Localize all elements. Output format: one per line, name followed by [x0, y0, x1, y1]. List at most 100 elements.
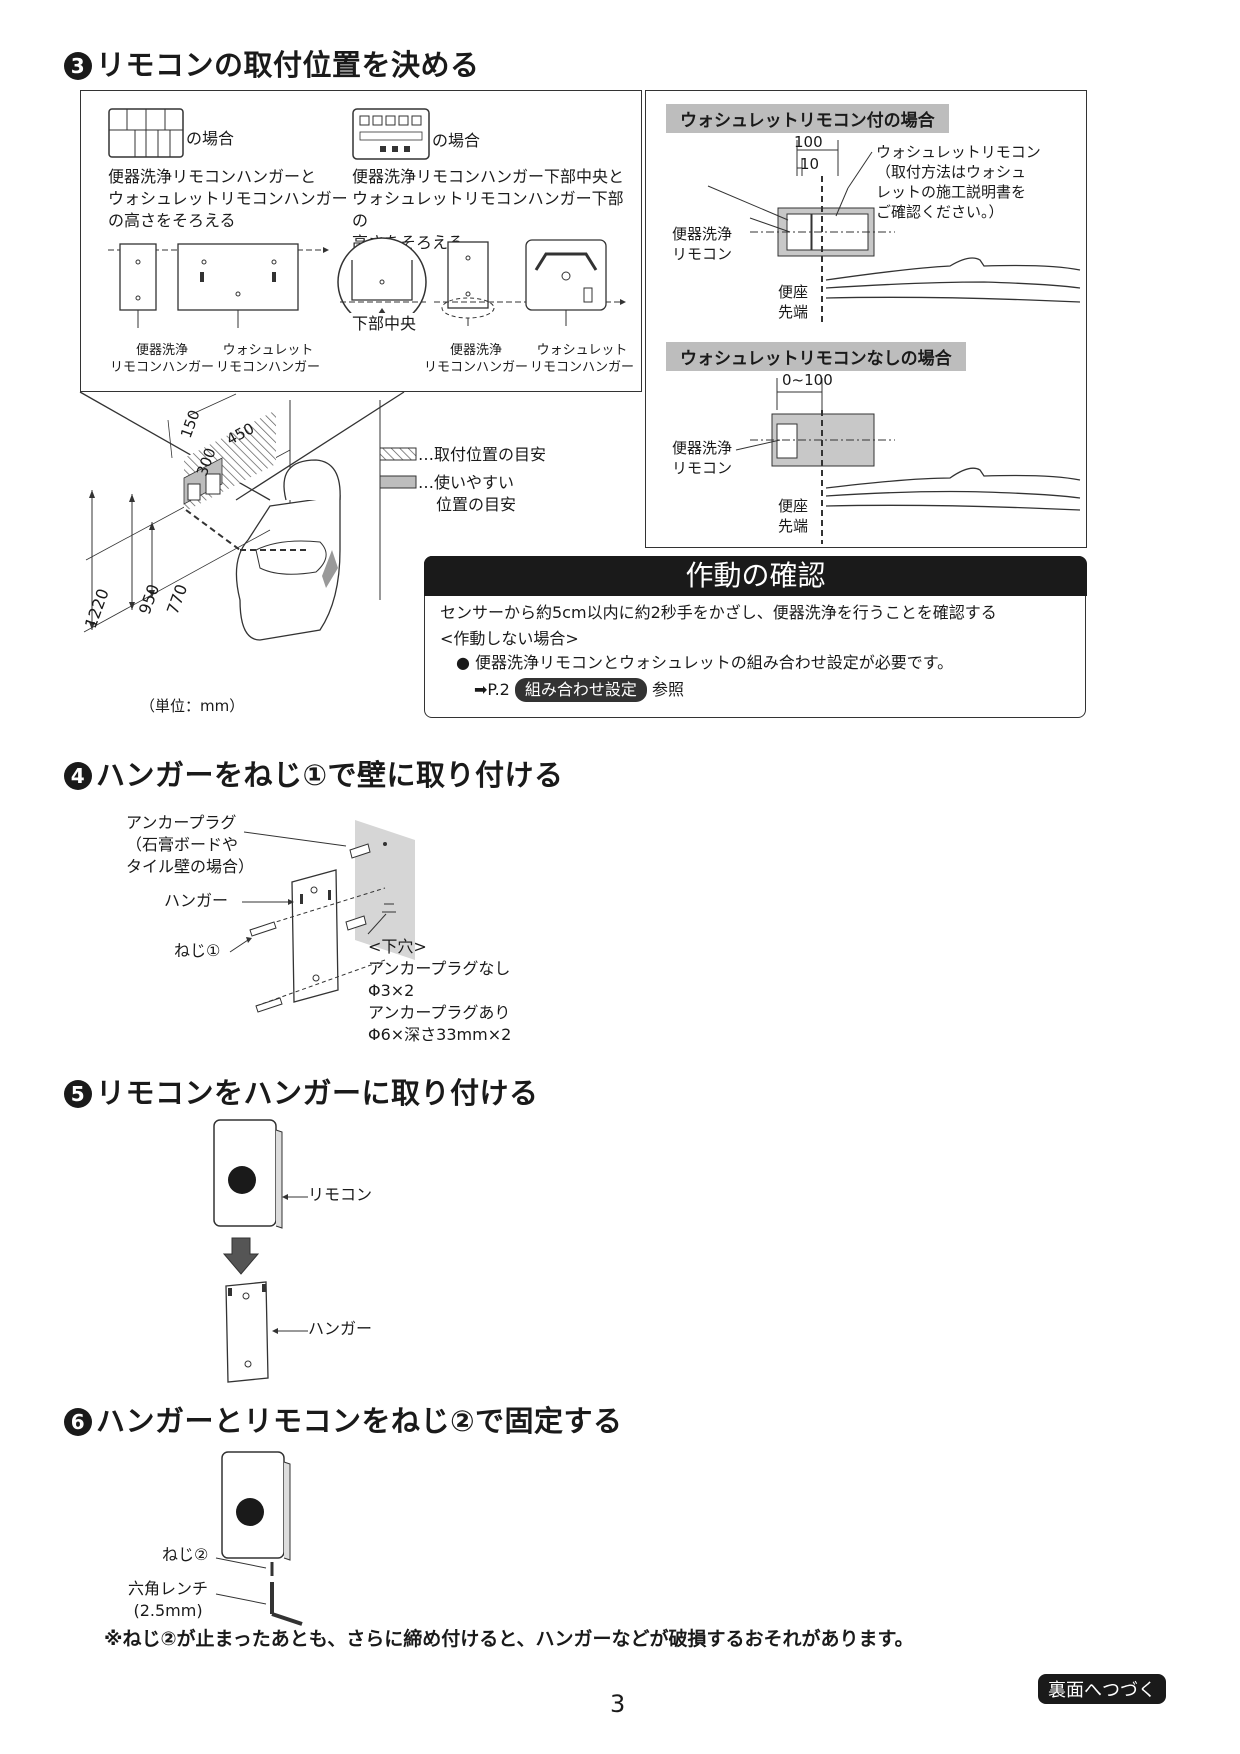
step-number-badge: 5	[64, 1080, 92, 1108]
operation-bullet-text: 便器洗浄リモコンとウォシュレットの組み合わせ設定が必要です。	[475, 653, 954, 672]
step-number-badge: 4	[64, 762, 92, 790]
label-line: (2.5mm)	[133, 1601, 203, 1620]
label-line: 便器洗浄	[136, 343, 189, 358]
label-line: アンカープラグ	[126, 813, 237, 832]
hatch-legend-label: …取付位置の目安	[418, 445, 547, 464]
label-line: リモコンハンガー	[110, 360, 215, 375]
screw-1-label: ねじ①	[174, 941, 221, 960]
case-a-desc-line: の高さをそろえる	[108, 211, 236, 230]
bottom-center-label: 下部中央	[350, 313, 419, 335]
label-line: 便器洗浄	[672, 439, 733, 457]
section-3-title: リモコンの取付位置を決める	[96, 48, 480, 82]
label-line: 六角レンチ	[128, 1579, 209, 1598]
hanger-wall-mount-diagram	[229, 820, 415, 1013]
with-flush-label: 便器洗浄 リモコン	[672, 224, 732, 264]
label-line: リモコン	[672, 459, 733, 477]
gray-legend-swatch	[379, 475, 417, 489]
case-a-desc: 便器洗浄リモコンハンガーと ウォシュレットリモコンハンガー の高さをそろえる	[108, 166, 348, 232]
case-a-desc-line: ウォシュレットリモコンハンガー	[108, 189, 348, 208]
remote-to-hanger-diagram	[213, 1119, 283, 1383]
washlet-remote-note: ウォシュレットリモコン （取付方法はウォシュ レットの施工説明書を ご確認くださ…	[876, 142, 1086, 222]
screw-fixing-diagram	[215, 1451, 303, 1626]
ref-suffix: 参照	[652, 680, 685, 699]
dim-0-100: 0~100	[782, 371, 833, 389]
note-line: レットの施工説明書を	[876, 183, 1027, 201]
label-line: （石膏ボードや	[126, 835, 239, 854]
hanger-pointer	[272, 1328, 308, 1334]
step-number-badge: 6	[64, 1408, 92, 1436]
label-line: リモコンハンガー	[424, 360, 529, 375]
label-line: リモコン	[672, 245, 733, 263]
with-seat-label: 便座 先端	[778, 282, 808, 322]
case-b-desc-line: ウォシュレットリモコンハンガー下部の	[352, 189, 624, 230]
note-line: ご確認ください。）	[876, 203, 1004, 221]
with-remote-title: ウォシュレットリモコン付の場合	[666, 104, 949, 133]
case-b-label-washlet: ウォシュレット リモコンハンガー	[530, 342, 634, 376]
label-line: 便座	[778, 497, 809, 515]
note-line: （取付方法はウォシュ	[876, 163, 1027, 181]
anchor-plug-label: アンカープラグ （石膏ボードや タイル壁の場合）	[126, 812, 254, 878]
position-detail-box	[645, 90, 1087, 548]
operation-line-2: <作動しない場合>	[440, 629, 579, 648]
dim-10: 10	[800, 155, 820, 173]
label-line: ウォシュレット	[536, 343, 628, 358]
spec-line: アンカープラグあり	[368, 1003, 511, 1022]
label-line: 便座	[778, 283, 809, 301]
case-a-label-flush: 便器洗浄 リモコンハンガー	[110, 342, 214, 376]
label-line: リモコンハンガー	[530, 360, 635, 375]
case-a-desc-line: 便器洗浄リモコンハンガーと	[108, 167, 317, 186]
case-b-label-flush: 便器洗浄 リモコンハンガー	[424, 342, 528, 376]
spec-line: <下穴>	[368, 937, 427, 956]
remote-pointer	[282, 1194, 308, 1200]
label-line: ウォシュレット	[222, 343, 314, 358]
case-a-label-washlet: ウォシュレット リモコンハンガー	[216, 342, 320, 376]
overtighten-warning: ※ねじ②が止まったあとも、さらに締め付けると、ハンガーなどが破損するおそれがあり…	[104, 1628, 914, 1650]
case-a-suffix: の場合	[186, 129, 235, 148]
hanger-label-step5: ハンガー	[308, 1319, 373, 1338]
operation-reference: ➡P.2 組み合わせ設定 参照	[474, 678, 684, 702]
operation-bullet: ● 便器洗浄リモコンとウォシュレットの組み合わせ設定が必要です。	[456, 653, 954, 672]
sensor-icon	[236, 1498, 264, 1526]
label-line: タイル壁の場合）	[126, 857, 255, 876]
legend-line: 位置の目安	[436, 495, 517, 514]
without-seat-label: 便座 先端	[778, 496, 808, 536]
combination-setting-link[interactable]: 組み合わせ設定	[514, 678, 647, 702]
case-a-hanger-diagram	[108, 243, 329, 328]
label-line: 便器洗浄	[450, 343, 503, 358]
operation-line-1: センサーから約5cm以内に約2秒手をかざし、便器洗浄を行うことを確認する	[440, 603, 997, 622]
step-number-badge: 3	[64, 52, 92, 80]
washlet-remote-icon	[352, 108, 430, 160]
case-b-desc-line: 便器洗浄リモコンハンガー下部中央と	[352, 167, 625, 186]
label-line: 便器洗浄	[672, 225, 733, 243]
screw-2-label: ねじ②	[162, 1545, 209, 1564]
two-remote-panel-icon	[108, 108, 184, 158]
case-b-suffix: の場合	[432, 131, 481, 150]
hanger-label-step4: ハンガー	[164, 891, 229, 910]
label-line: リモコンハンガー	[216, 360, 321, 375]
without-remote-title: ウォシュレットリモコンなしの場合	[666, 342, 966, 371]
continue-on-back-badge: 裏面へつづく	[1038, 1674, 1166, 1704]
case-b-hanger-diagram	[337, 237, 626, 327]
ref-prefix: ➡P.2	[474, 680, 510, 699]
gray-legend-label: …使いやすい 位置の目安	[418, 472, 516, 516]
note-line: ウォシュレットリモコン	[876, 143, 1041, 161]
sensor-icon	[228, 1166, 256, 1194]
hatch-legend-swatch	[379, 447, 417, 461]
spec-line: アンカープラグなし	[368, 959, 511, 978]
page-number: 3	[610, 1690, 626, 1718]
spec-line: Φ3×2	[368, 981, 415, 1000]
label-line: 先端	[778, 517, 809, 535]
dim-100: 100	[794, 133, 823, 151]
section-4-title: ハンガーをねじ①で壁に取り付ける	[96, 758, 564, 792]
operation-check-title: 作動の確認	[424, 556, 1087, 596]
without-flush-label: 便器洗浄 リモコン	[672, 438, 732, 478]
pilot-hole-spec: <下穴> アンカープラグなし Φ3×2 アンカープラグあり Φ6×深さ33mm×…	[368, 936, 511, 1046]
unit-label: （単位：mm）	[140, 697, 245, 715]
label-line: 先端	[778, 303, 809, 321]
section-5-title: リモコンをハンガーに取り付ける	[96, 1076, 539, 1110]
without-remote-diagram	[735, 378, 1081, 544]
toilet-room-diagram	[83, 393, 381, 641]
